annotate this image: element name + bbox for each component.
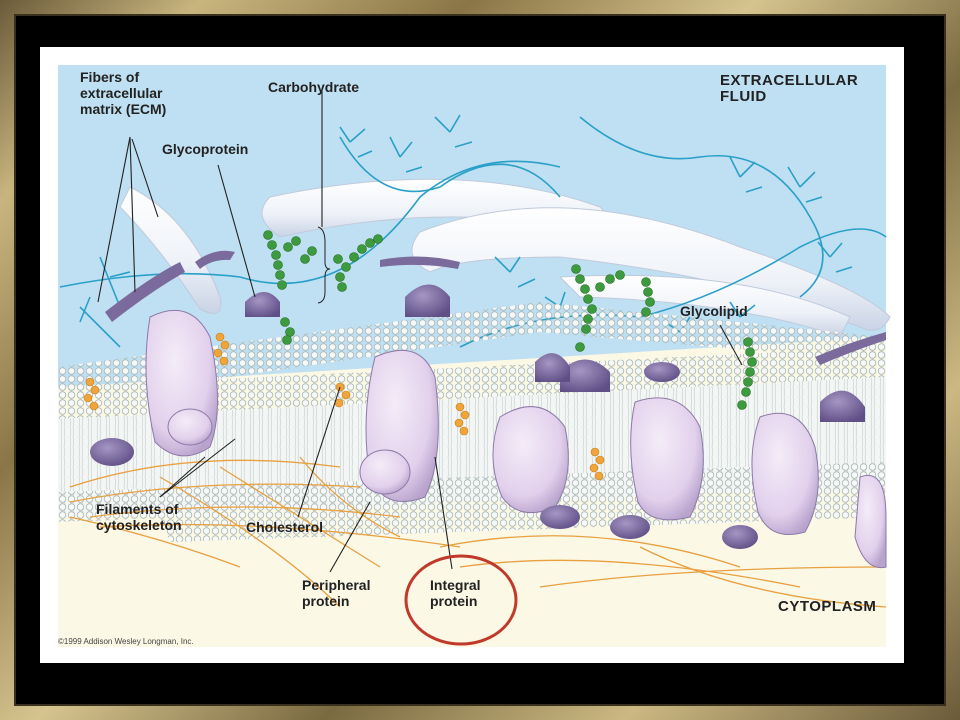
membrane-illustration <box>40 47 904 663</box>
label-carbohydrate: Carbohydrate <box>268 79 360 95</box>
label-glycoprotein: Glycoprotein <box>162 141 249 157</box>
label-extracellular-fluid: EXTRACELLULAR FLUID <box>720 72 859 105</box>
label-cytoplasm: CYTOPLASM <box>778 598 877 615</box>
label-glycolipid: Glycolipid <box>680 303 748 319</box>
carbohydrate-chains <box>263 230 757 410</box>
integral-protein-highlight-circle <box>404 554 518 646</box>
label-leader-lines <box>97 91 743 573</box>
peripheral-proteins <box>90 250 886 549</box>
membrane-diagram: Fibers of extracellular matrix (ECM) Car… <box>40 47 904 663</box>
label-cholesterol: Cholesterol <box>246 519 324 535</box>
copyright-notice: ©1999 Addison Wesley Longman, Inc. <box>58 637 194 646</box>
cytoskeleton-filaments <box>69 456 887 608</box>
carbohydrate-bracket <box>317 226 331 304</box>
label-filaments-cytoskeleton: Filaments of cytoskeleton <box>96 501 182 533</box>
integral-proteins <box>145 309 887 569</box>
ecm-fibers <box>119 178 891 338</box>
label-peripheral-protein: Peripheral protein <box>302 577 371 609</box>
label-integral-protein: Integral protein <box>430 577 481 609</box>
label-fibers-ecm: Fibers of extracellular matrix (ECM) <box>80 69 167 117</box>
